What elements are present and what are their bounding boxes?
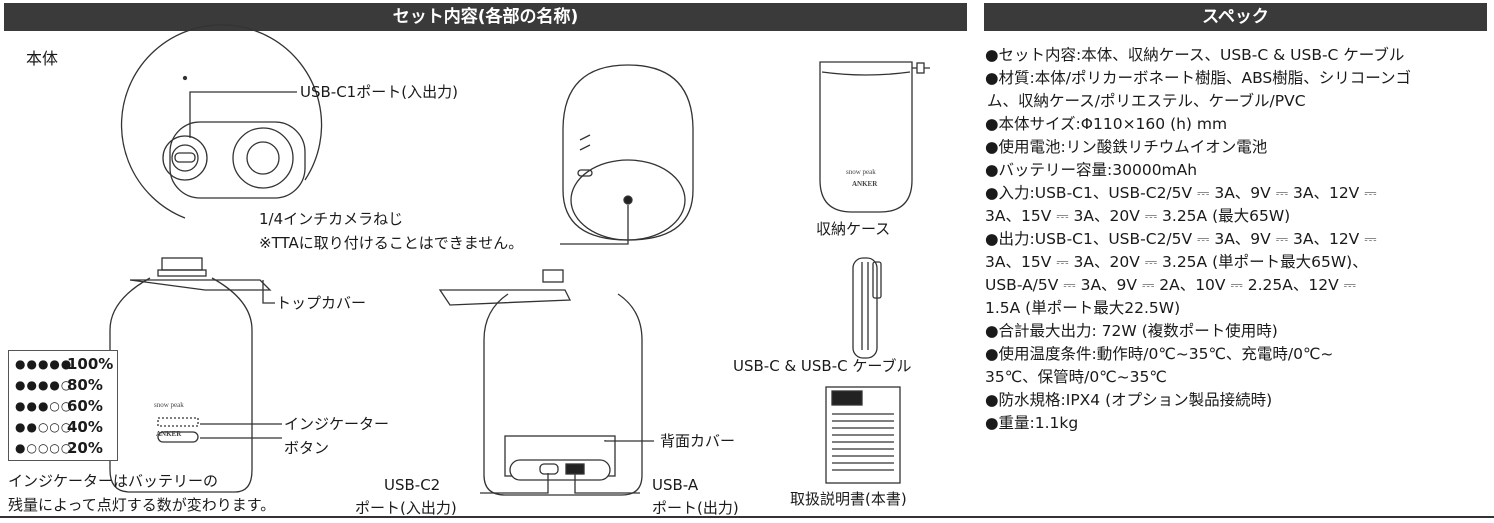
top-cover-label: トップカバー — [276, 294, 367, 312]
bottom-rule — [0, 516, 1494, 518]
indicator-row: ●●●○○60% — [15, 396, 103, 415]
logo-mark-case: snow peak — [846, 168, 876, 176]
spec-line: ●使用電池:リン酸鉄リチウムイオン電池 — [985, 138, 1268, 156]
brand-mark-front: ANKER — [156, 430, 182, 438]
front-view-illustration — [109, 257, 272, 493]
storage-case-illustration — [819, 61, 930, 213]
indicator-note-line2: 残量によって点灯する数が変わります。 — [8, 496, 276, 514]
brand-mark-case: ANKER — [852, 180, 878, 188]
spec-line: 3A、15V ⎓ 3A、20V ⎓ 3.25A (最大65W) — [985, 207, 1291, 225]
manual-illustration — [825, 386, 901, 484]
indicator-row: ●●●●●100% — [15, 354, 114, 373]
storage-case-label: 収納ケース — [816, 220, 891, 238]
indicator-row: ●●●●○80% — [15, 375, 103, 394]
spec-line: ●出力:USB-C1、USB-C2/5V ⎓ 3A、9V ⎓ 3A、12V ⎓ — [985, 230, 1377, 248]
indicator-label: インジケーター — [284, 415, 390, 433]
logo-mark-front: snow peak — [154, 401, 184, 409]
indicator-row: ●○○○○20% — [15, 438, 103, 457]
indicator-row: ●●○○○40% — [15, 417, 103, 436]
spec-line: ●重量:1.1kg — [985, 414, 1079, 432]
back-cover-label: 背面カバー — [660, 432, 736, 450]
spec-line: ●バッテリー容量:30000mAh — [985, 161, 1198, 179]
set-contents-header: セット内容(各部の名称) — [4, 3, 967, 31]
screw-label-line2: ※TTAに取り付けることはできません。 — [259, 234, 524, 252]
spec-line: 1.5A (単ポート最大22.5W) — [985, 299, 1181, 317]
cable-illustration — [852, 257, 882, 359]
leader-lines — [189, 91, 654, 494]
indicator-note-line1: インジケーターはバッテリーの — [8, 472, 219, 490]
button-label: ボタン — [284, 439, 330, 457]
usb-c1-port-label: USB-C1ポート(入出力) — [300, 83, 458, 101]
usb-c2-label-line1: USB-C2 — [384, 476, 441, 494]
spec-line: ム、収納ケース/ポリエステル、ケーブル/PVC — [987, 92, 1306, 110]
spec-list: ●セット内容:本体、収納ケース、USB-C & USB-C ケーブル ●材質:本… — [985, 44, 1485, 435]
spec-line: ●合計最大出力: 72W (複数ポート使用時) — [985, 322, 1278, 340]
cable-label: USB-C & USB-C ケーブル — [733, 357, 912, 375]
usb-a-label-line1: USB-A — [652, 476, 699, 494]
spec-line: ●本体サイズ:Φ110×160 (h) mm — [985, 115, 1228, 133]
spec-line: ●材質:本体/ポリカーボネート樹脂、ABS樹脂、シリコーンゴ — [985, 69, 1411, 87]
back-view-illustration — [438, 269, 643, 496]
screw-label-line1: 1/4インチカメラねじ — [259, 210, 404, 228]
spec-line: USB-A/5V ⎓ 3A、9V ⎓ 2A、10V ⎓ 2.25A、12V ⎓ — [985, 276, 1356, 294]
body-label: 本体 — [26, 49, 59, 68]
spec-line: ●防水規格:IPX4 (オプション製品接続時) — [985, 391, 1273, 409]
manual-label: 取扱説明書(本書) — [790, 490, 907, 508]
spec-line: ●セット内容:本体、収納ケース、USB-C & USB-C ケーブル — [985, 46, 1405, 64]
spec-line: ●使用温度条件:動作時/0℃~35℃、充電時/0℃~ — [985, 345, 1334, 363]
spec-line: 3A、15V ⎓ 3A、20V ⎓ 3.25A (単ポート最大65W)、 — [985, 253, 1368, 271]
indicator-level-box: ●●●●●100% ●●●●○80% ●●●○○60% ●●○○○40% ●○○… — [8, 350, 118, 461]
top-view-illustration — [120, 24, 323, 219]
usb-c2-label-line2: ポート(入出力) — [355, 499, 457, 517]
usb-a-label-line2: ポート(出力) — [652, 499, 739, 517]
bottom-view-illustration — [562, 64, 694, 241]
spec-line: 35℃、保管時/0℃~35℃ — [985, 368, 1167, 386]
spec-line: ●入力:USB-C1、USB-C2/5V ⎓ 3A、9V ⎓ 3A、12V ⎓ — [985, 184, 1377, 202]
spec-header: スペック — [984, 3, 1487, 31]
